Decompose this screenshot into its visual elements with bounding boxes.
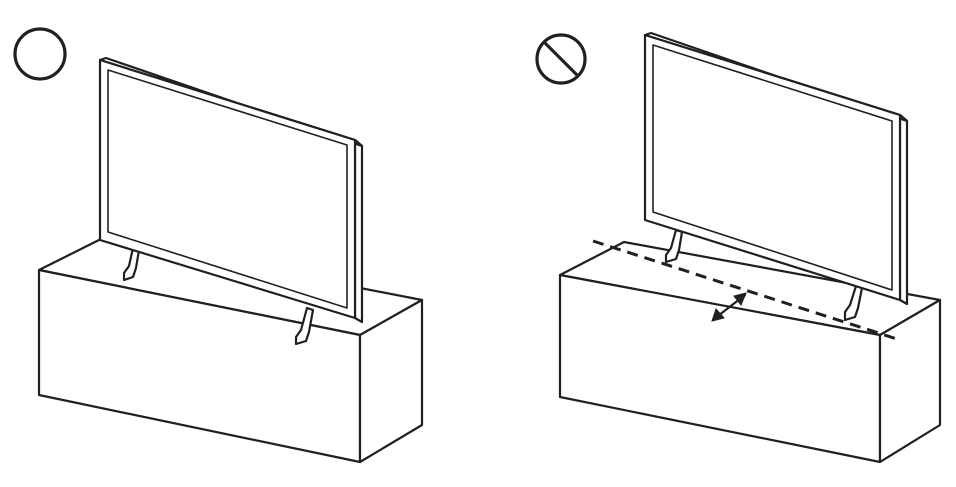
- panel-correct: [13, 27, 424, 464]
- tv-right: [643, 31, 909, 306]
- prohibited-icon: [535, 33, 587, 85]
- tv-feet-right: [664, 228, 864, 322]
- panel-incorrect: [535, 31, 942, 464]
- double-arrow-icon: [711, 292, 747, 322]
- tv-feet-left: [122, 246, 315, 346]
- tv-left: [98, 56, 364, 324]
- circle-ok-icon: [13, 27, 67, 81]
